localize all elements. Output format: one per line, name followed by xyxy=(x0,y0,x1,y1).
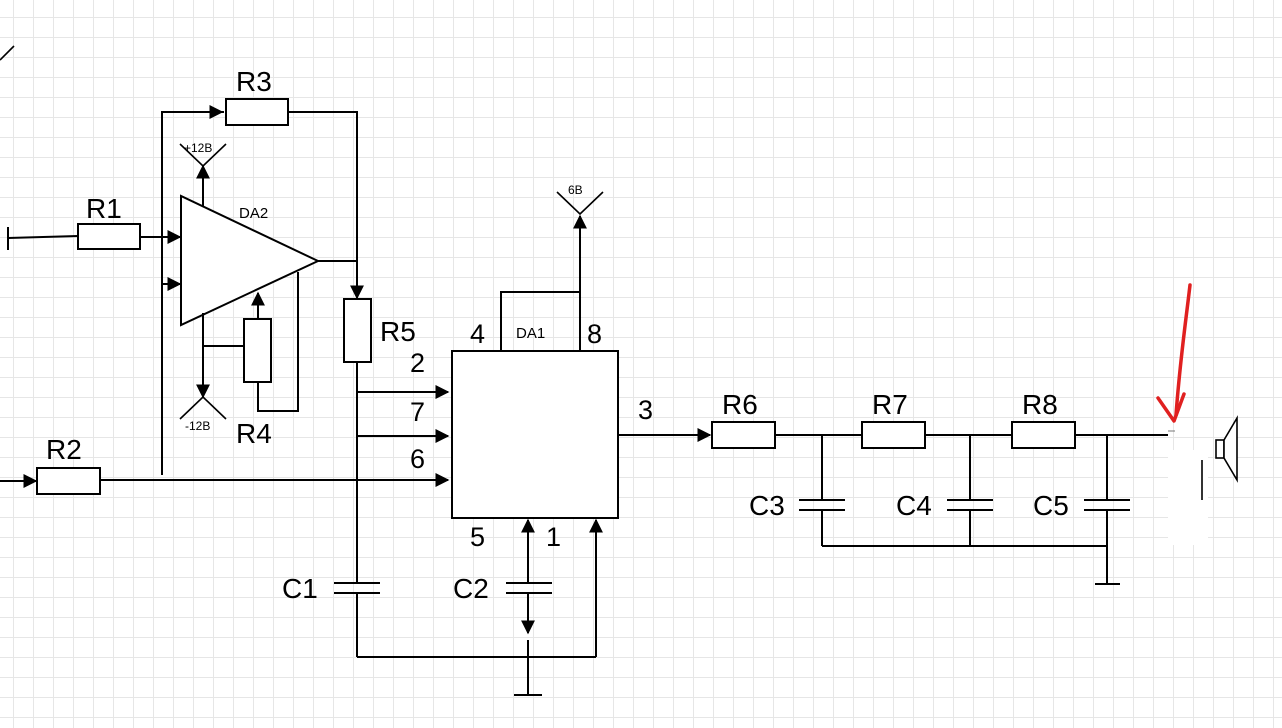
speaker-icon-body xyxy=(1215,439,1225,459)
label-r7: R7 xyxy=(872,389,908,420)
pin-label-1: 1 xyxy=(546,522,561,552)
opamp-da2[interactable] xyxy=(180,194,321,327)
label-c2: C2 xyxy=(453,573,489,604)
pin-label-5: 5 xyxy=(470,522,485,552)
pin-label-4: 4 xyxy=(470,319,485,349)
resistor-r6[interactable] xyxy=(711,421,776,449)
label-r3: R3 xyxy=(236,66,272,97)
resistor-r1[interactable] xyxy=(77,223,141,250)
label-r6: R6 xyxy=(722,389,758,420)
label-r8: R8 xyxy=(1022,389,1058,420)
label-r2: R2 xyxy=(46,434,82,465)
wire-input-r1 xyxy=(7,235,79,239)
capacitor-c1-gap xyxy=(354,584,360,592)
stray-mark xyxy=(0,45,15,61)
label-da1: DA1 xyxy=(516,325,545,342)
label-da2: DA2 xyxy=(239,205,268,222)
pin-label-8: 8 xyxy=(587,319,602,349)
pin-label-7: 7 xyxy=(410,397,425,427)
label-c3: C3 xyxy=(749,490,785,521)
speaker-icon[interactable] xyxy=(1223,415,1238,483)
ic-da1[interactable] xyxy=(451,350,619,519)
label-c4: C4 xyxy=(896,490,932,521)
wire-r4-loop xyxy=(257,272,299,412)
wire-pin4-pin8 xyxy=(500,291,581,351)
pin-label-3: 3 xyxy=(638,395,653,425)
pin-label-2: 2 xyxy=(410,348,425,378)
supply-plus12-symbol xyxy=(179,143,227,168)
supply-6v-symbol xyxy=(556,191,604,216)
potentiometer-r4[interactable] xyxy=(243,318,272,383)
resistor-r2[interactable] xyxy=(36,467,101,495)
resistor-r7[interactable] xyxy=(861,421,926,449)
label-c1: C1 xyxy=(282,573,318,604)
label-plus12: +12В xyxy=(184,141,212,155)
wire-r3-output xyxy=(288,111,358,261)
label-6v: 6В xyxy=(568,183,583,197)
red-annotation-arrowhead xyxy=(1156,392,1186,423)
label-c5: C5 xyxy=(1033,490,1069,521)
resistor-r3[interactable] xyxy=(225,98,289,126)
pin-label-6: 6 xyxy=(410,444,425,474)
label-r1: R1 xyxy=(86,193,122,224)
supply-minus12-symbol xyxy=(179,395,227,420)
label-minus12: -12В xyxy=(185,419,210,433)
resistor-r5[interactable] xyxy=(343,298,372,363)
label-r4: R4 xyxy=(236,418,272,449)
resistor-r8[interactable] xyxy=(1011,421,1076,449)
red-annotation-arrow xyxy=(1174,283,1192,417)
label-r5: R5 xyxy=(380,316,416,347)
